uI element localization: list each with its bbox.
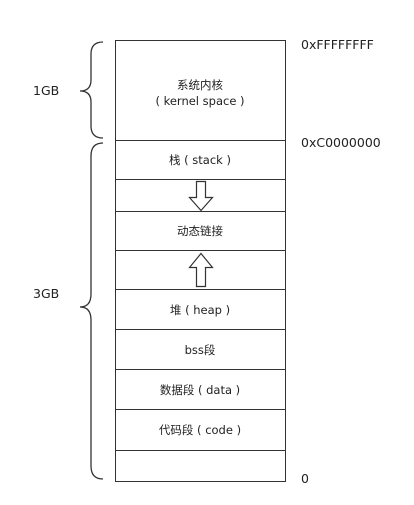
heap-label: 堆 ( heap ) xyxy=(169,303,231,317)
heap-growth-up-arrow xyxy=(188,252,214,288)
kernel-size-label: 1GB xyxy=(33,83,60,98)
stack-growth-down-arrow xyxy=(188,180,214,212)
kernel-size-brace xyxy=(79,41,104,139)
kernel-subtitle-label: ( kernel space ) xyxy=(155,94,245,108)
kernel-title-label: 系统内核 xyxy=(177,78,223,92)
address-kernel-boundary: 0xC0000000 xyxy=(301,135,381,150)
address-top: 0xFFFFFFFF xyxy=(301,37,374,52)
data-segment-label: 数据段 ( data ) xyxy=(159,383,241,397)
user-size-brace xyxy=(79,142,104,480)
stack-label: 栈 ( stack ) xyxy=(169,153,231,167)
address-bottom: 0 xyxy=(301,471,309,486)
bss-label: bss段 xyxy=(184,343,216,357)
dynamic-link-label: 动态链接 xyxy=(177,224,223,238)
code-segment-label: 代码段 ( code ) xyxy=(158,423,242,437)
user-size-label: 3GB xyxy=(33,286,60,301)
